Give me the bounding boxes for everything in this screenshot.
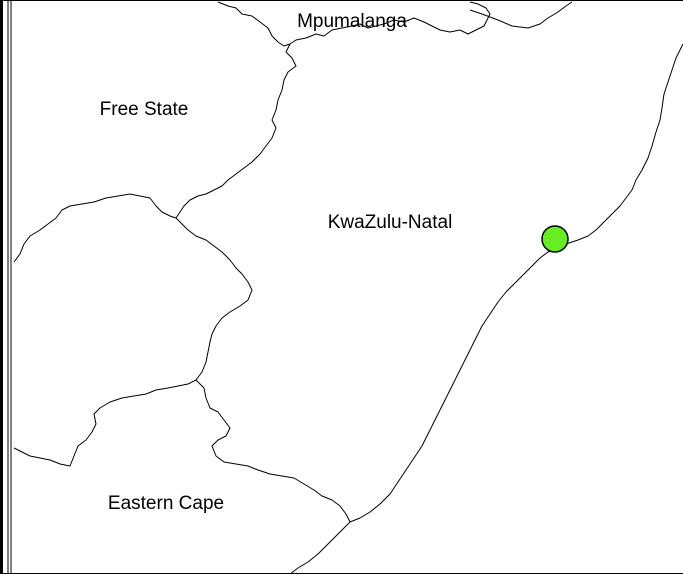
border-mpumalanga-swaziland xyxy=(469,1,573,29)
border-freestate-kzn xyxy=(175,43,297,219)
region-label-mpumalanga: Mpumalanga xyxy=(297,11,407,32)
coastline xyxy=(289,43,683,574)
border-mpumalanga-kzn xyxy=(217,1,491,47)
region-label-free-state: Free State xyxy=(100,99,189,120)
region-label-kwazulu-natal: KwaZulu-Natal xyxy=(328,212,453,233)
border-easterncape-kzn xyxy=(195,379,351,523)
border-lesotho xyxy=(13,193,253,467)
region-label-eastern-cape: Eastern Cape xyxy=(108,493,224,514)
location-marker[interactable] xyxy=(541,225,569,253)
